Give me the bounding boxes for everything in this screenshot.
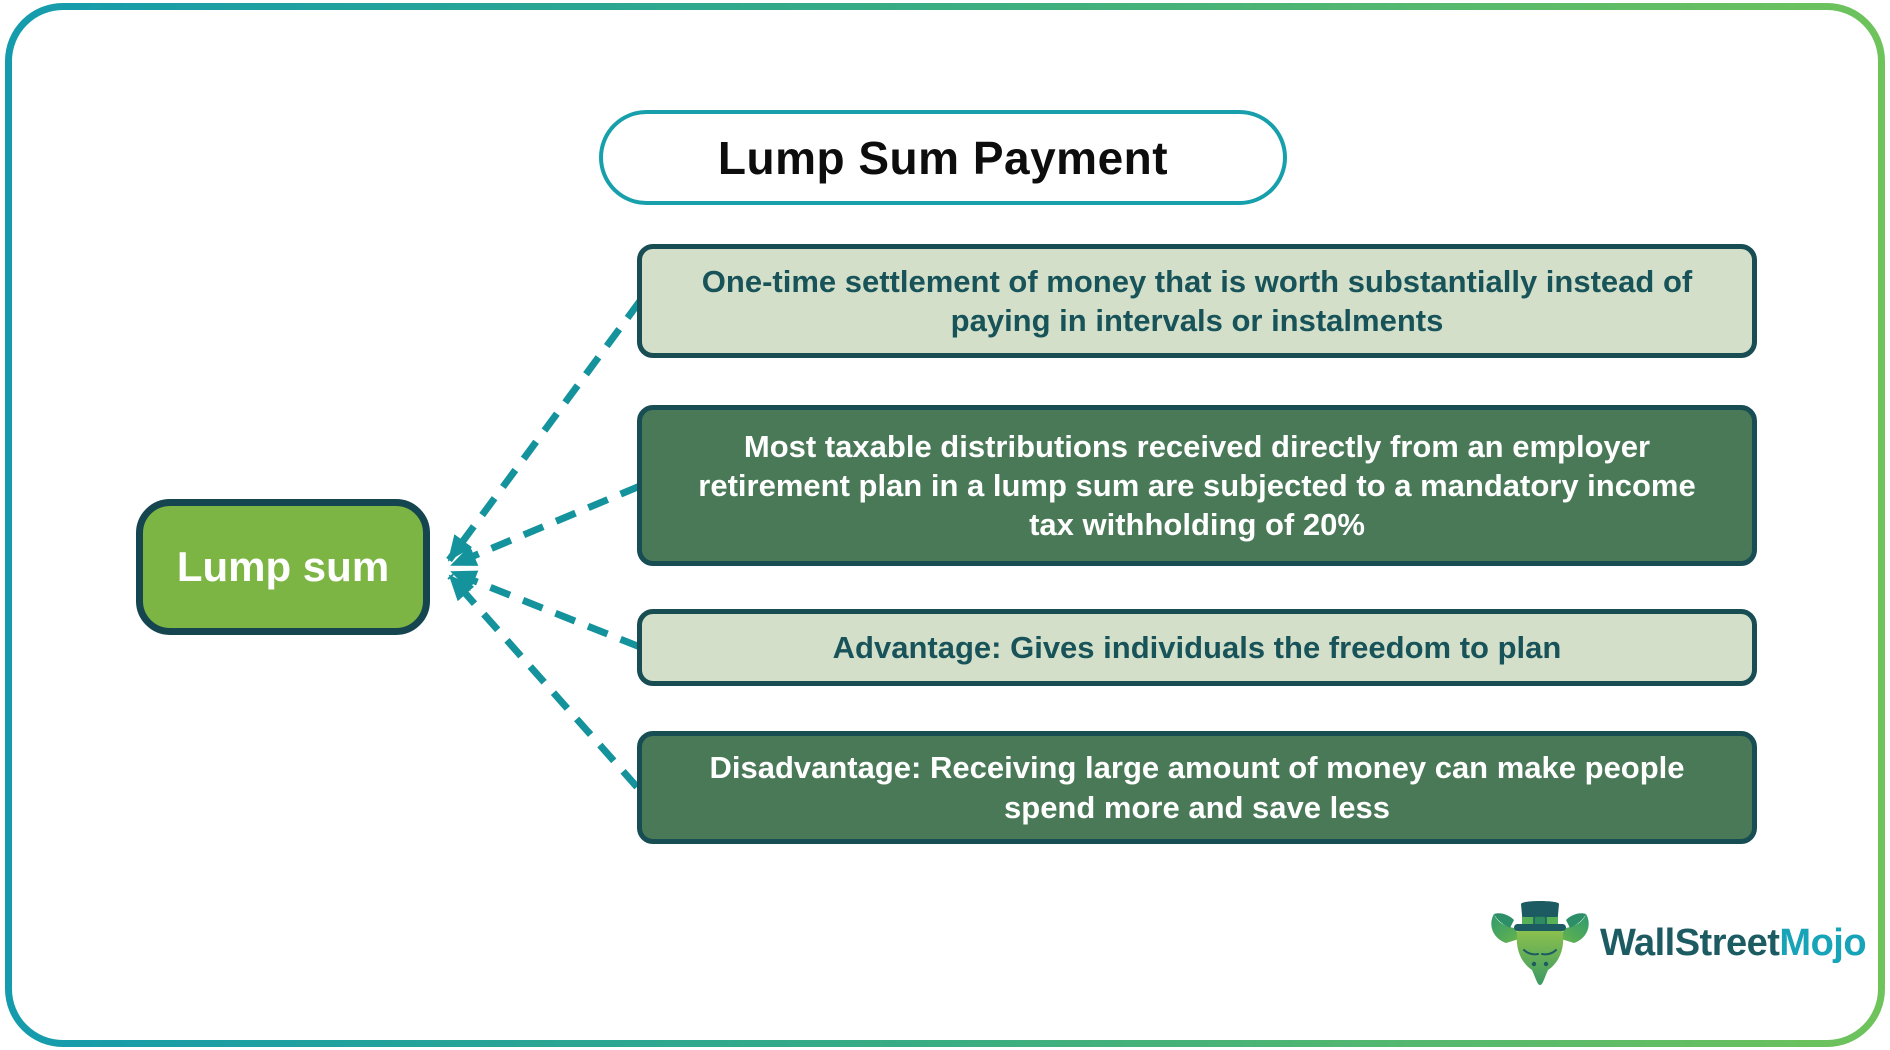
wordmark-mojo: Mojo [1779, 921, 1867, 964]
lump-sum-node-label: Lump sum [176, 543, 390, 590]
tax-withholding-box: Most taxable distributions received dire… [637, 405, 1757, 566]
wordmark-wallstreet: WallStreet [1600, 921, 1780, 964]
tax-withholding-text: Most taxable distributions received dire… [698, 428, 1696, 543]
diagram-title-pill: Lump Sum Payment [599, 110, 1287, 205]
lump-sum-node: Lump sum [136, 499, 430, 635]
disadvantage-text: Disadvantage: Receiving large amount of … [709, 750, 1685, 825]
advantage-box: Advantage: Gives individuals the freedom… [637, 609, 1757, 686]
wallstreetmojo-wordmark: WallStreetMojo [1600, 921, 1867, 965]
definition-box: One-time settlement of money that is wor… [637, 244, 1757, 358]
diagram-title: Lump Sum Payment [717, 131, 1169, 184]
advantage-text: Advantage: Gives individuals the freedom… [832, 629, 1562, 665]
disadvantage-box: Disadvantage: Receiving large amount of … [637, 731, 1757, 844]
wallstreetmojo-logo: WallStreetMojo [1488, 898, 1867, 988]
wallstreetmojo-bull-icon [1491, 901, 1589, 985]
definition-text: One-time settlement of money that is wor… [701, 263, 1693, 338]
